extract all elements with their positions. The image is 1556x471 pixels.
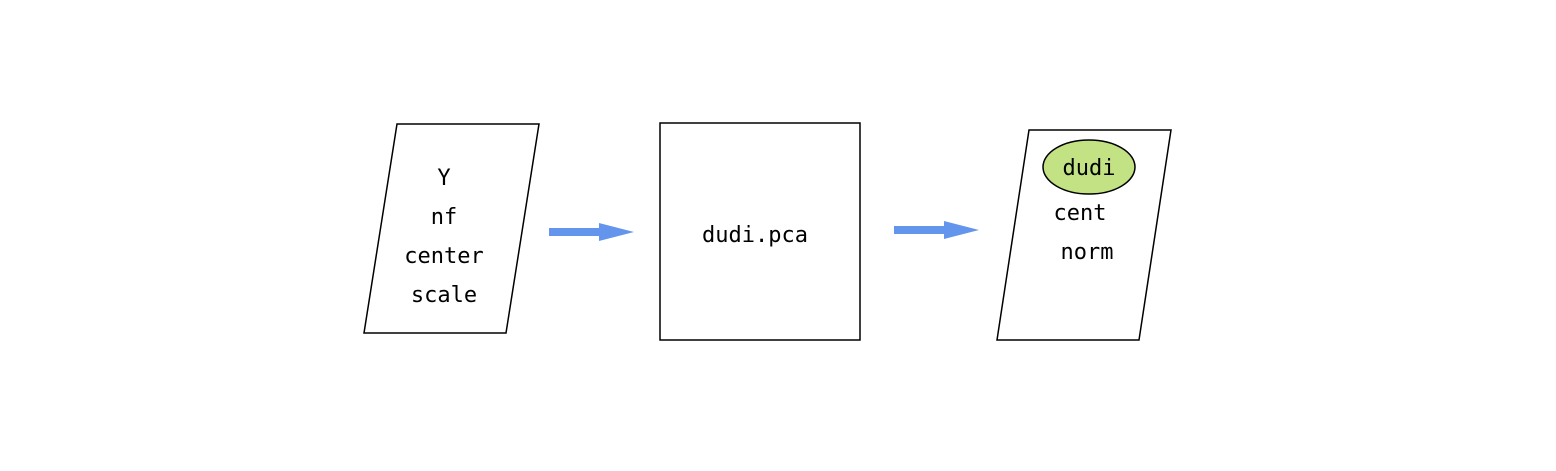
output-badge-ellipse [1042, 139, 1136, 195]
input-parallelogram-shape [363, 123, 540, 334]
output-line-cent: cent [1054, 201, 1107, 226]
process-box-shape [659, 122, 861, 341]
input-line-center: center [404, 244, 483, 269]
arrow-right-icon [894, 221, 979, 239]
arrow-right-icon [549, 223, 634, 241]
input-line-y: Y [437, 166, 450, 191]
output-parallelogram: dudi cent norm [996, 129, 1172, 341]
output-line-norm: norm [1061, 240, 1114, 265]
output-badge-label: dudi [1063, 156, 1116, 181]
input-parallelogram: Y nf center scale [363, 123, 540, 334]
input-line-scale: scale [411, 283, 477, 308]
process-label: dudi.pca [702, 223, 808, 248]
input-line-nf: nf [431, 205, 458, 230]
process-box: dudi.pca [659, 122, 861, 341]
